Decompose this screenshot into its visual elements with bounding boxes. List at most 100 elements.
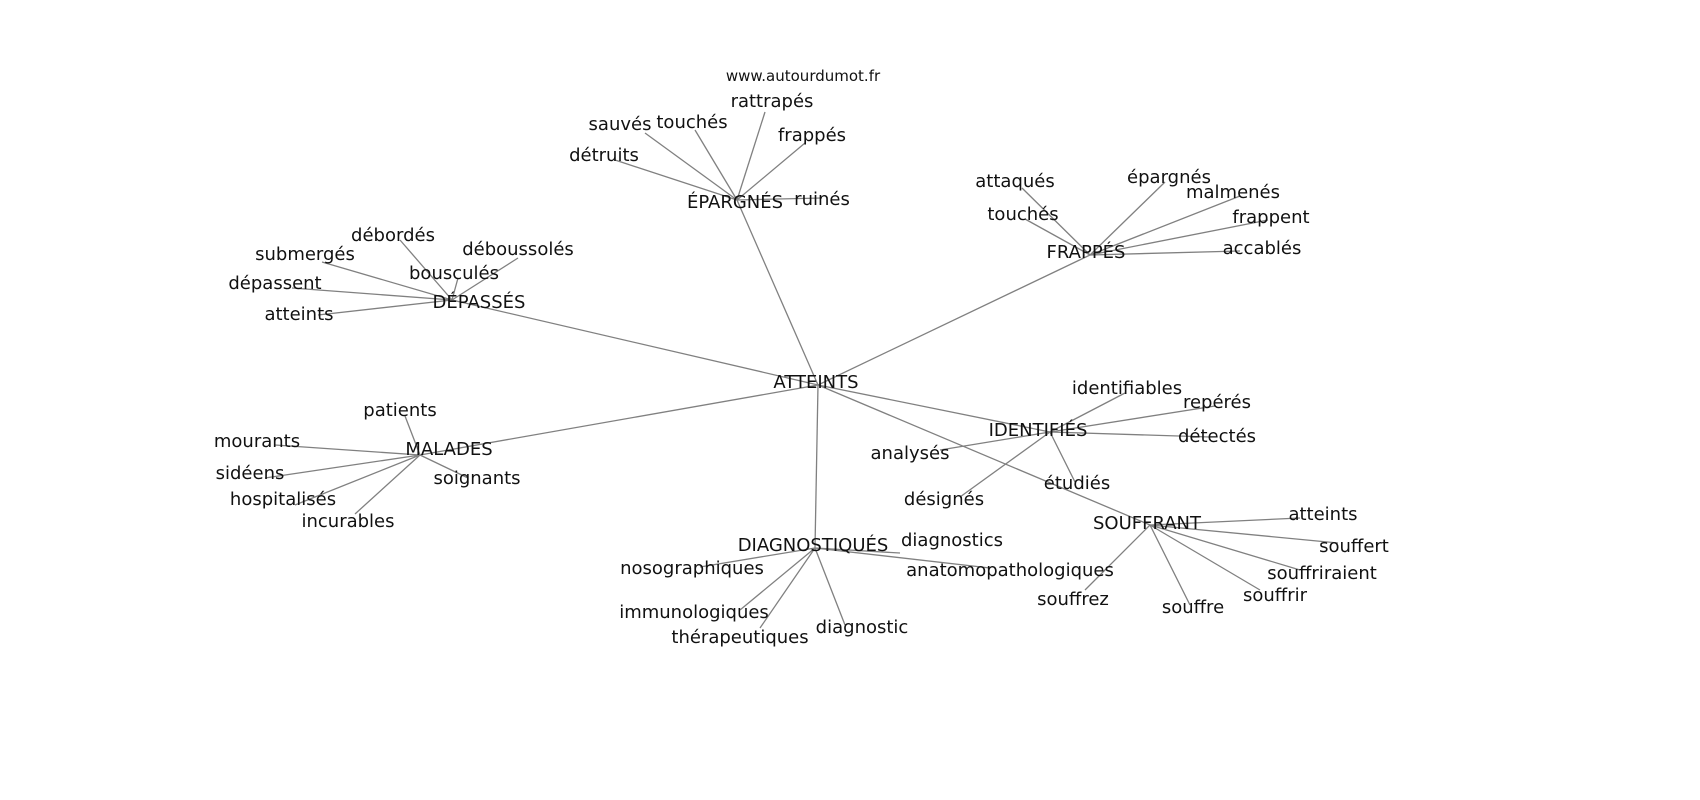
edge-hub-to-leaf: [1089, 195, 1241, 256]
edge-hub-to-leaf: [399, 239, 453, 301]
leaf-node[interactable]: attaqués: [975, 171, 1055, 192]
leaf-node[interactable]: atteints: [264, 304, 334, 325]
edge-hub-to-leaf: [1149, 517, 1301, 526]
leaf-node[interactable]: désignés: [903, 489, 985, 510]
edge-hub-to-leaf: [291, 287, 453, 301]
leaf-node[interactable]: submergés: [255, 244, 355, 265]
edge-center-to-hub: [419, 384, 819, 456]
edge-hub-to-leaf: [1024, 218, 1091, 256]
edge-center-to-hub: [814, 384, 819, 549]
leaf-node[interactable]: repérés: [1182, 392, 1252, 413]
leaf-node[interactable]: atteints: [1288, 504, 1358, 525]
edge-hub-to-leaf: [939, 431, 1051, 451]
leaf-node[interactable]: nosographiques: [620, 558, 764, 579]
edge-center-to-hub: [736, 199, 819, 386]
leaf-node[interactable]: hospitalisés: [229, 489, 337, 510]
edge-hub-to-leaf: [1089, 219, 1269, 256]
edge-hub-to-leaf: [1149, 524, 1191, 606]
leaf-node[interactable]: identifiables: [1071, 378, 1183, 399]
leaf-node[interactable]: souffrir: [1242, 585, 1308, 606]
leaf-node[interactable]: déboussolés: [462, 239, 574, 260]
hub-node[interactable]: DÉPASSÉS: [432, 292, 526, 313]
leaf-node[interactable]: anatomopathologiques: [906, 560, 1114, 581]
leaf-node[interactable]: malmenés: [1185, 182, 1281, 203]
leaf-node[interactable]: rattrapés: [730, 91, 814, 112]
edge-center-to-hub: [817, 384, 1151, 526]
edge-hub-to-leaf: [1021, 187, 1091, 256]
edge-hub-to-leaf: [759, 547, 816, 629]
edge-hub-to-leaf: [317, 299, 453, 316]
leaf-node[interactable]: ruinés: [794, 189, 850, 210]
hub-node[interactable]: IDENTIFIÉS: [988, 420, 1088, 441]
edge-hub-to-leaf: [694, 129, 738, 201]
edge-hub-to-leaf: [614, 159, 738, 201]
edge-hub-to-leaf: [321, 261, 453, 301]
edge-hub-to-leaf: [274, 444, 421, 456]
edge-hub-to-leaf: [736, 197, 823, 201]
leaf-node[interactable]: touchés: [987, 204, 1059, 225]
leaf-node[interactable]: analysés: [870, 443, 950, 464]
leaf-node[interactable]: souffriraient: [1267, 563, 1377, 584]
edge-center-to-hub: [451, 299, 819, 386]
leaf-node[interactable]: patients: [363, 400, 437, 421]
edge-hub-to-leaf: [699, 547, 816, 568]
leaf-node[interactable]: thérapeutiques: [671, 627, 809, 648]
leaf-node[interactable]: touchés: [656, 112, 728, 133]
edge-hub-to-leaf: [736, 142, 806, 201]
edge-hub-to-leaf: [736, 111, 766, 201]
edge-hub-to-leaf: [451, 257, 519, 301]
hub-node[interactable]: MALADES: [405, 439, 493, 460]
edge-hub-to-leaf: [814, 547, 846, 626]
leaf-node[interactable]: sauvés: [588, 114, 652, 135]
leaf-node[interactable]: débordés: [351, 225, 435, 246]
edge-hub-to-leaf: [644, 132, 738, 201]
leaf-node[interactable]: frappent: [1232, 207, 1310, 228]
hub-node[interactable]: ÉPARGNÉS: [686, 192, 784, 213]
edge-hub-to-leaf: [294, 454, 421, 506]
leaf-node[interactable]: bousculés: [409, 263, 499, 284]
leaf-node[interactable]: mourants: [213, 431, 301, 452]
leaf-node[interactable]: dépassent: [228, 273, 322, 294]
leaf-node[interactable]: épargnés: [1127, 167, 1211, 188]
hub-node[interactable]: FRAPPÉS: [1046, 242, 1126, 263]
leaf-node[interactable]: souffert: [1319, 536, 1389, 557]
leaf-node[interactable]: immunologiques: [619, 602, 769, 623]
center-node[interactable]: ATTEINTS: [773, 372, 859, 393]
hub-node[interactable]: SOUFFRANT: [1092, 513, 1202, 534]
edge-hub-to-leaf: [451, 277, 459, 301]
leaf-node[interactable]: souffre: [1161, 597, 1225, 618]
leaf-node[interactable]: accablés: [1222, 238, 1302, 259]
edge-center-to-hub: [817, 384, 1051, 433]
leaf-node[interactable]: diagnostics: [900, 530, 1004, 551]
edge-hub-to-leaf: [1084, 524, 1151, 591]
leaf-node[interactable]: frappés: [777, 125, 847, 146]
leaf-node[interactable]: soignants: [433, 468, 521, 489]
edge-center-to-hub: [817, 254, 1091, 386]
leaf-node[interactable]: incurables: [301, 511, 395, 532]
edge-hub-to-leaf: [1049, 431, 1211, 438]
edge-hub-to-leaf: [419, 454, 469, 479]
edge-hub-to-leaf: [1049, 392, 1126, 433]
leaf-node[interactable]: détruits: [569, 145, 639, 166]
edge-hub-to-leaf: [1049, 405, 1216, 433]
edge-hub-to-leaf: [1089, 181, 1166, 256]
edge-hub-to-leaf: [1089, 250, 1241, 256]
edge-hub-to-leaf: [1149, 524, 1339, 544]
edge-hub-to-leaf: [814, 547, 991, 569]
edge-hub-to-leaf: [1149, 524, 1301, 571]
edge-hub-to-leaf: [1149, 524, 1261, 591]
leaf-node[interactable]: souffrez: [1037, 589, 1109, 610]
leaf-node[interactable]: diagnostic: [815, 617, 909, 638]
edge-hub-to-leaf: [814, 547, 901, 554]
edge-hub-to-leaf: [1049, 431, 1076, 483]
edge-hub-to-leaf: [264, 454, 421, 479]
leaf-node[interactable]: étudiés: [1043, 473, 1111, 494]
site-watermark: www.autourdumot.fr: [725, 67, 881, 85]
edge-hub-to-leaf: [739, 547, 816, 611]
edge-hub-to-leaf: [404, 415, 421, 456]
leaf-node[interactable]: sidéens: [215, 463, 285, 484]
hub-node[interactable]: DIAGNOSTIQUÉS: [737, 535, 889, 556]
leaf-node[interactable]: détectés: [1177, 426, 1257, 447]
